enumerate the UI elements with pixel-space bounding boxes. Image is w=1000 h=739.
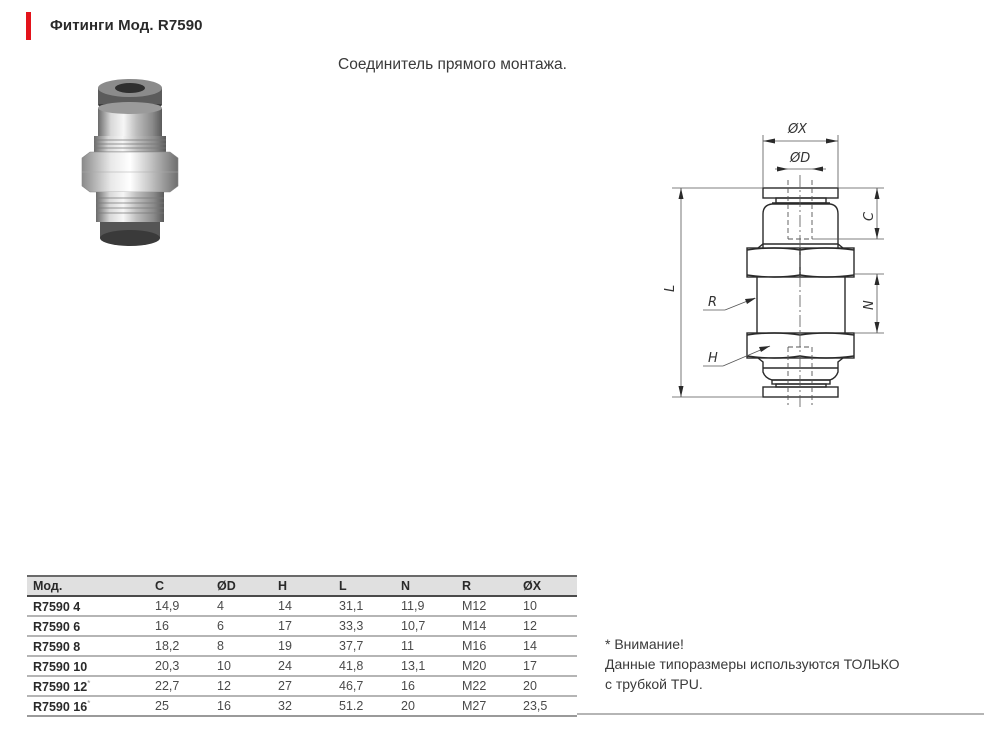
cell-l: 31,1	[333, 596, 395, 617]
cell-h: 17	[272, 616, 333, 637]
cell-mod: R7590 8	[27, 636, 149, 657]
table-row: R7590 6 16 6 17 33,3 10,7 M14 12	[27, 616, 577, 637]
cell-mod: R7590 12*	[27, 676, 149, 697]
cell-c: 25	[149, 696, 211, 717]
cell-c: 22,7	[149, 676, 211, 697]
table-row: R7590 16* 25 16 32 51.2 20 M27 23,5	[27, 696, 577, 717]
cell-d: 8	[211, 636, 272, 657]
table-row: R7590 10 20,3 10 24 41,8 13,1 M20 17	[27, 656, 577, 677]
fitting-photo-icon	[81, 79, 179, 246]
cell-mod: R7590 4	[27, 596, 149, 617]
cell-r: M22	[456, 676, 517, 697]
cell-n: 11	[395, 636, 456, 657]
cell-h: 27	[272, 676, 333, 697]
header-l: L	[333, 575, 395, 597]
cell-l: 33,3	[333, 616, 395, 637]
dimension-drawing: ØX ØD L C N R H	[663, 122, 884, 410]
dim-label-h: H	[708, 351, 718, 366]
header-mod: Мод.	[27, 575, 149, 597]
cell-d: 10	[211, 656, 272, 677]
page-title: Фитинги Мод. R7590	[50, 17, 203, 34]
cell-x: 12	[517, 616, 577, 637]
cell-l: 37,7	[333, 636, 395, 657]
cell-h: 19	[272, 636, 333, 657]
cell-n: 20	[395, 696, 456, 717]
cell-r: M16	[456, 636, 517, 657]
footer-divider	[577, 713, 984, 715]
cell-r: M14	[456, 616, 517, 637]
cell-c: 16	[149, 616, 211, 637]
header-r: R	[456, 575, 517, 597]
cell-n: 13,1	[395, 656, 456, 677]
note-line-1: * Внимание!	[605, 636, 684, 652]
tpu-warning-note: * Внимание! Данные типоразмеры использую…	[605, 634, 900, 694]
cell-c: 20,3	[149, 656, 211, 677]
cell-h: 14	[272, 596, 333, 617]
cell-h: 32	[272, 696, 333, 717]
table-row: R7590 4 14,9 4 14 31,1 11,9 M12 10	[27, 596, 577, 617]
header-d: ØD	[211, 575, 272, 597]
dim-label-l: L	[663, 285, 678, 292]
cell-n: 11,9	[395, 596, 456, 617]
cell-l: 41,8	[333, 656, 395, 677]
title-accent-bar	[26, 12, 31, 40]
cell-r: M27	[456, 696, 517, 717]
dim-label-c: C	[862, 211, 877, 221]
cell-h: 24	[272, 656, 333, 677]
header-h: H	[272, 575, 333, 597]
dim-label-x: ØX	[787, 122, 808, 137]
cell-l: 51.2	[333, 696, 395, 717]
cell-mod: R7590 6	[27, 616, 149, 637]
header-c: C	[149, 575, 211, 597]
cell-x: 14	[517, 636, 577, 657]
cell-mod: R7590 16*	[27, 696, 149, 717]
table-row: R7590 8 18,2 8 19 37,7 11 M16 14	[27, 636, 577, 657]
cell-n: 10,7	[395, 616, 456, 637]
dim-label-r: R	[708, 295, 717, 310]
cell-x: 10	[517, 596, 577, 617]
cell-r: M12	[456, 596, 517, 617]
cell-x: 17	[517, 656, 577, 677]
cell-mod: R7590 10	[27, 656, 149, 677]
cell-d: 16	[211, 696, 272, 717]
cell-d: 12	[211, 676, 272, 697]
dim-label-n: N	[862, 300, 877, 310]
header-x: ØX	[517, 575, 577, 597]
note-line-3: с трубкой TPU.	[605, 676, 703, 692]
cell-c: 14,9	[149, 596, 211, 617]
cell-d: 6	[211, 616, 272, 637]
header-n: N	[395, 575, 456, 597]
cell-r: M20	[456, 656, 517, 677]
dim-label-d: ØD	[789, 151, 810, 166]
cell-x: 20	[517, 676, 577, 697]
note-line-2: Данные типоразмеры используются ТОЛЬКО	[605, 656, 900, 672]
product-description: Соединитель прямого монтажа.	[338, 56, 567, 73]
cell-l: 46,7	[333, 676, 395, 697]
spec-table: Мод. C ØD H L N R ØX R7590 4 14,9 4 14 3…	[27, 575, 577, 717]
cell-d: 4	[211, 596, 272, 617]
table-header-row: Мод. C ØD H L N R ØX	[27, 575, 577, 597]
cell-c: 18,2	[149, 636, 211, 657]
cell-n: 16	[395, 676, 456, 697]
cell-x: 23,5	[517, 696, 577, 717]
table-row: R7590 12* 22,7 12 27 46,7 16 M22 20	[27, 676, 577, 697]
